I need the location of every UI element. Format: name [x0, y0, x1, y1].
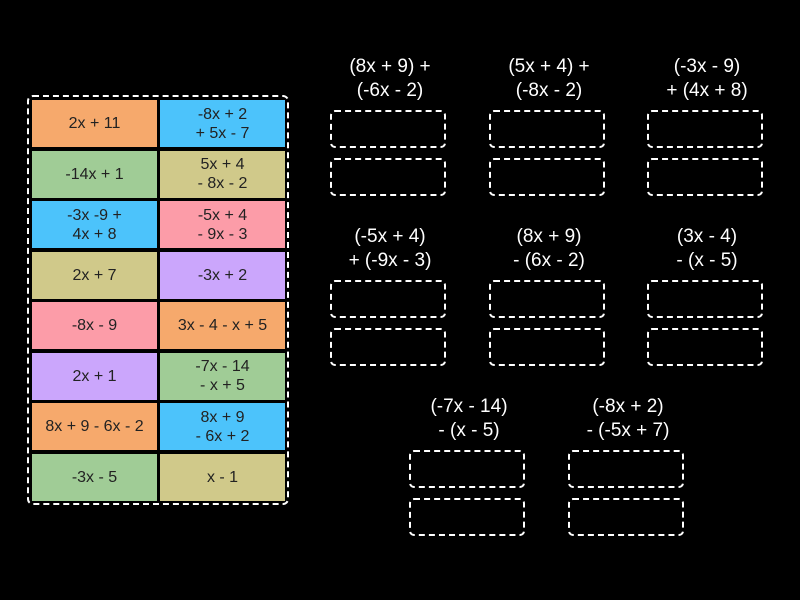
drop-slot[interactable] [330, 328, 446, 366]
drop-slot[interactable] [647, 158, 763, 196]
drop-slot[interactable] [330, 110, 446, 148]
answer-tile[interactable]: 5x + 4 - 8x - 2 [160, 150, 285, 198]
drop-slot[interactable] [489, 280, 605, 318]
group-title: (8x + 9) + (-6x - 2) [349, 56, 431, 101]
target-group: (5x + 4) + (-8x - 2) [489, 55, 609, 196]
answer-tile[interactable]: -14x + 1 [32, 150, 157, 198]
answer-tile[interactable]: 8x + 9 - 6x + 2 [160, 403, 285, 450]
drop-slot[interactable] [568, 450, 684, 488]
target-group: (-7x - 14) - (x - 5) [409, 395, 529, 536]
group-title: (-7x - 14) - (x - 5) [430, 396, 508, 441]
group-title: (-3x - 9) + (4x + 8) [666, 56, 748, 101]
drop-slot[interactable] [568, 498, 684, 536]
drop-slot[interactable] [330, 280, 446, 318]
drop-slot[interactable] [647, 280, 763, 318]
target-group: (-5x + 4) + (-9x - 3) [330, 225, 450, 366]
drop-slot[interactable] [647, 110, 763, 148]
group-title: (-5x + 4) + (-9x - 3) [348, 226, 432, 271]
answer-tile[interactable]: -8x + 2 + 5x - 7 [160, 100, 285, 147]
target-group: (8x + 9) + (-6x - 2) [330, 55, 450, 196]
answer-tile[interactable]: 3x - 4 - x + 5 [160, 302, 285, 349]
drop-slot[interactable] [409, 498, 525, 536]
target-group: (3x - 4) - (x - 5) [647, 225, 767, 366]
answer-tile[interactable]: -3x + 2 [160, 251, 285, 299]
drop-slot[interactable] [330, 158, 446, 196]
target-group: (8x + 9) - (6x - 2) [489, 225, 609, 366]
answer-tile[interactable]: -8x - 9 [32, 302, 157, 349]
target-group: (-8x + 2) - (-5x + 7) [568, 395, 688, 536]
answer-bank [27, 95, 289, 505]
drop-slot[interactable] [647, 328, 763, 366]
drop-slot[interactable] [409, 450, 525, 488]
target-group: (-3x - 9) + (4x + 8) [647, 55, 767, 196]
answer-tile[interactable]: -7x - 14 - x + 5 [160, 352, 285, 400]
group-title: (8x + 9) - (6x - 2) [513, 226, 585, 271]
answer-tile[interactable]: 2x + 11 [32, 100, 157, 147]
answer-tile[interactable]: 8x + 9 - 6x - 2 [32, 403, 157, 450]
group-title: (-8x + 2) - (-5x + 7) [586, 396, 670, 441]
drop-slot[interactable] [489, 158, 605, 196]
group-title: (5x + 4) + (-8x - 2) [508, 56, 590, 101]
answer-tile[interactable]: -3x - 5 [32, 453, 157, 501]
group-title: (3x - 4) - (x - 5) [676, 226, 738, 271]
answer-tile[interactable]: -5x + 4 - 9x - 3 [160, 201, 285, 248]
drop-slot[interactable] [489, 328, 605, 366]
answer-tile[interactable]: 2x + 7 [32, 251, 157, 299]
answer-tile[interactable]: -3x -9 + 4x + 8 [32, 201, 157, 248]
answer-tile[interactable]: 2x + 1 [32, 352, 157, 400]
answer-tile[interactable]: x - 1 [160, 453, 285, 501]
drop-slot[interactable] [489, 110, 605, 148]
